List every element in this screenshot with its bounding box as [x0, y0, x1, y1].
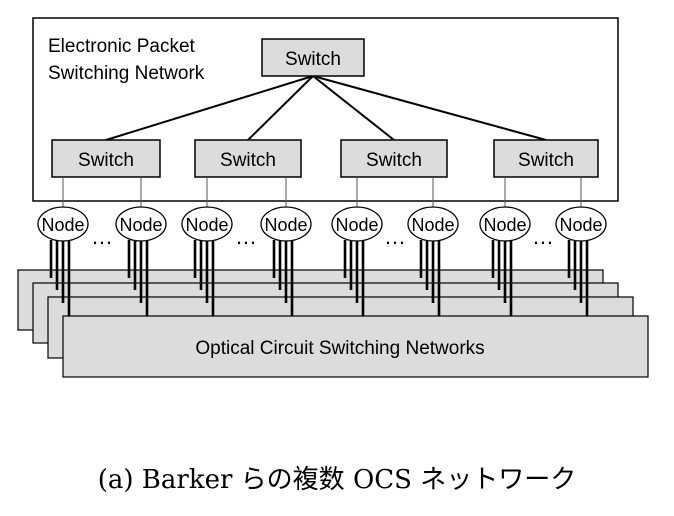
node-6: Node: [407, 206, 459, 242]
edge-switch-1: Switch: [51, 139, 161, 178]
ocs-label: Optical Circuit Switching Networks: [195, 338, 484, 359]
node-ellipsis: …: [532, 224, 554, 249]
edge-switch-3: Switch: [340, 139, 448, 178]
core-switch: Switch: [261, 38, 365, 77]
node-8: Node: [555, 206, 607, 242]
node-ellipsis: …: [384, 224, 406, 249]
fiber-bundles: [49, 240, 589, 316]
edge-switch-label: Switch: [78, 150, 134, 171]
packet-network-label-line2: Switching Network: [48, 63, 205, 84]
node-3: Node: [181, 206, 233, 242]
packet-network-label-line1: Electronic Packet: [48, 36, 196, 57]
node-7: Node: [479, 206, 531, 242]
node-2: Node: [115, 206, 167, 242]
edge-switch-label: Switch: [518, 150, 574, 171]
core-switch-label: Switch: [285, 49, 341, 70]
node-ellipsis: …: [91, 224, 113, 249]
ocs-plane-front: Optical Circuit Switching Networks: [62, 315, 649, 378]
node-label: Node: [264, 215, 307, 235]
switch-node-links: [62, 177, 582, 208]
node-label: Node: [185, 215, 228, 235]
edge-switch-label: Switch: [366, 150, 422, 171]
node-5: Node: [331, 206, 383, 242]
node-label: Node: [559, 215, 602, 235]
figure-caption: (a) Barker らの複数 OCS ネットワーク: [98, 465, 576, 495]
edge-switch-2: Switch: [194, 139, 302, 178]
tree-links: [105, 75, 547, 141]
node-label: Node: [335, 215, 378, 235]
edge-switch-label: Switch: [220, 150, 276, 171]
node-label: Node: [411, 215, 454, 235]
edge-switch-4: Switch: [493, 139, 599, 178]
node-4: Node: [260, 206, 312, 242]
node-label: Node: [41, 215, 84, 235]
node-label: Node: [483, 215, 526, 235]
node-1: Node: [37, 206, 89, 242]
node-ellipsis: …: [235, 224, 257, 249]
node-label: Node: [119, 215, 162, 235]
